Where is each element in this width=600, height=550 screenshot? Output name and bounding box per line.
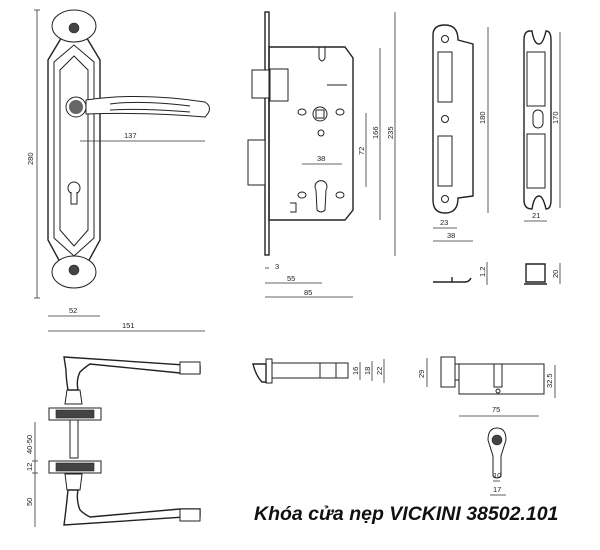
dim-cylinder-height: 32.5 [545, 373, 554, 388]
dim-body-height: 166 [371, 126, 380, 139]
dim-cylinder-width: 17 [493, 485, 501, 494]
mortise-lock-body [247, 11, 354, 256]
dim-keeper-height: 170 [551, 111, 560, 124]
dim-spindle-16: 16 [351, 367, 360, 375]
dim-door-thickness: 40-50 [25, 435, 34, 454]
dim-cylinder-cam: 10 [493, 471, 501, 480]
dim-plate-width: 52 [69, 306, 77, 315]
dim-body-depth: 85 [304, 288, 312, 297]
dim-spindle-22: 22 [375, 367, 384, 375]
dim-plate-height: 280 [26, 152, 35, 165]
dim-center-offset: 38 [317, 154, 325, 163]
dim-strike-height: 180 [478, 111, 487, 124]
spindle [252, 358, 385, 384]
product-title: Khóa cửa nẹp VICKINI 38502.101 [254, 503, 559, 525]
dim-strike-inner-width: 23 [440, 218, 448, 227]
dim-total-width: 151 [122, 321, 135, 330]
dim-handle-height: 50 [25, 498, 34, 506]
dim-strike-thickness: 1.2 [478, 267, 487, 277]
dim-spindle-18: 18 [363, 367, 372, 375]
strike-plate [432, 24, 474, 214]
handle-plate-dimensions [34, 9, 205, 332]
dim-faceplate-height: 235 [386, 126, 395, 139]
handle-plate-front [47, 9, 210, 289]
handle-side-view [48, 356, 201, 526]
dim-backset: 55 [287, 274, 295, 283]
dim-cylinder-knob: 29 [417, 370, 426, 378]
dim-faceplate-thickness: 3 [275, 262, 279, 271]
dim-cylinder-length: 75 [492, 405, 500, 414]
dim-handle-length: 137 [124, 131, 137, 140]
keeper [523, 30, 552, 285]
cylinder [426, 356, 556, 496]
strike-dimensions [433, 27, 489, 285]
dim-keeper-width: 21 [532, 211, 540, 220]
dim-rose: 12 [25, 463, 34, 471]
dim-center-distance: 72 [357, 147, 366, 155]
dim-keeper-depth: 20 [551, 270, 560, 278]
handle-side-dimensions [32, 422, 38, 527]
dim-strike-width: 38 [447, 231, 455, 240]
keeper-dimensions [524, 32, 561, 284]
mortise-dimensions [265, 12, 396, 298]
